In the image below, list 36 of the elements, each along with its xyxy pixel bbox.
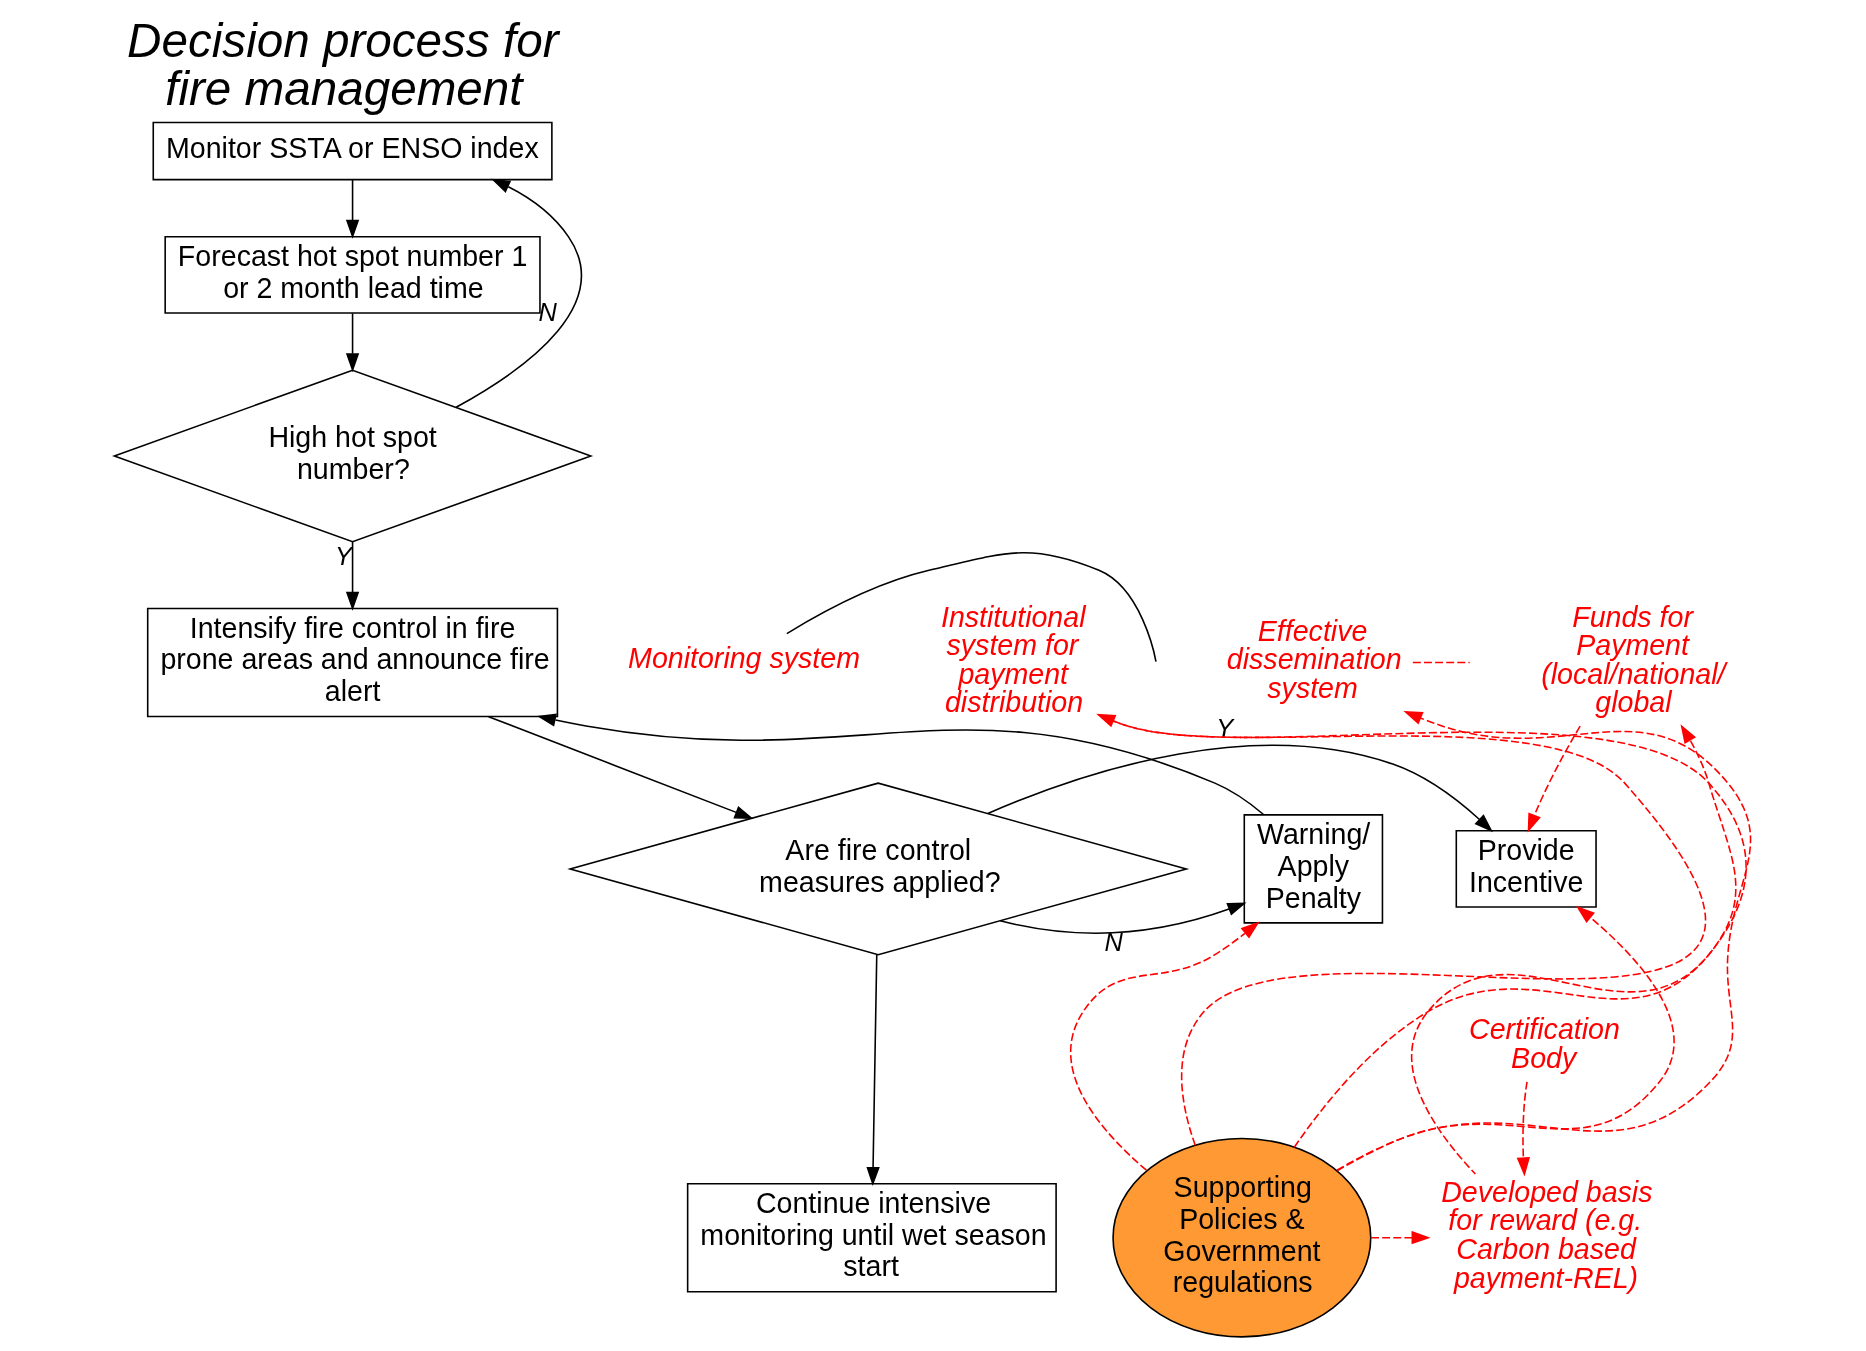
node-box: Continue intensive monitoring until wet season start	[686, 1182, 1057, 1293]
arrow	[345, 312, 360, 373]
node-text: Monitoring system	[628, 641, 860, 674]
node-text: Certification Body	[1469, 1013, 1620, 1075]
node-text: Effective dissemination system	[1226, 614, 1402, 705]
diagram-title: Decision process for fire management	[127, 14, 559, 116]
arrow	[487, 715, 754, 820]
arrow	[1516, 1081, 1531, 1177]
arrow	[1293, 724, 1737, 1148]
edge-label: Y	[335, 542, 353, 571]
edge-label: N	[1104, 927, 1123, 956]
arrow	[999, 902, 1247, 934]
arrow	[1527, 725, 1581, 833]
arrow	[1370, 1231, 1431, 1245]
connector	[1412, 661, 1471, 664]
arrow	[345, 179, 360, 239]
node-text: Developed basis for reward (e.g. Carbon based payment-REL)	[1441, 1175, 1653, 1294]
node-ellipse: Supporting Policies & Government regulations	[1112, 1137, 1372, 1338]
edge-label: N	[538, 298, 557, 327]
node-box: Forecast hot spot number 1 or 2 month lead time	[164, 236, 541, 314]
arrow	[1336, 905, 1675, 1172]
node-diamond: High hot spot number?	[112, 369, 594, 543]
arrow	[1069, 921, 1260, 1171]
node-text: Institutional system for payment distribution	[940, 600, 1086, 719]
node-box: Monitor SSTA or ENSO index	[152, 121, 553, 181]
node-box: Provide Incentive	[1455, 830, 1597, 908]
arrow	[345, 541, 360, 611]
arrow	[455, 178, 582, 409]
edge-label: Y	[1216, 714, 1234, 743]
arrow	[987, 744, 1493, 833]
connector	[786, 552, 1157, 663]
node-box: Warning/ Apply Penalty	[1243, 814, 1384, 924]
arrow	[866, 953, 880, 1187]
node-box: Intensify fire control in fire prone areas and announce fire alert	[146, 607, 559, 718]
node-text: Funds for Payment (local/national/ global	[1541, 600, 1726, 719]
arrow	[1336, 710, 1752, 1172]
